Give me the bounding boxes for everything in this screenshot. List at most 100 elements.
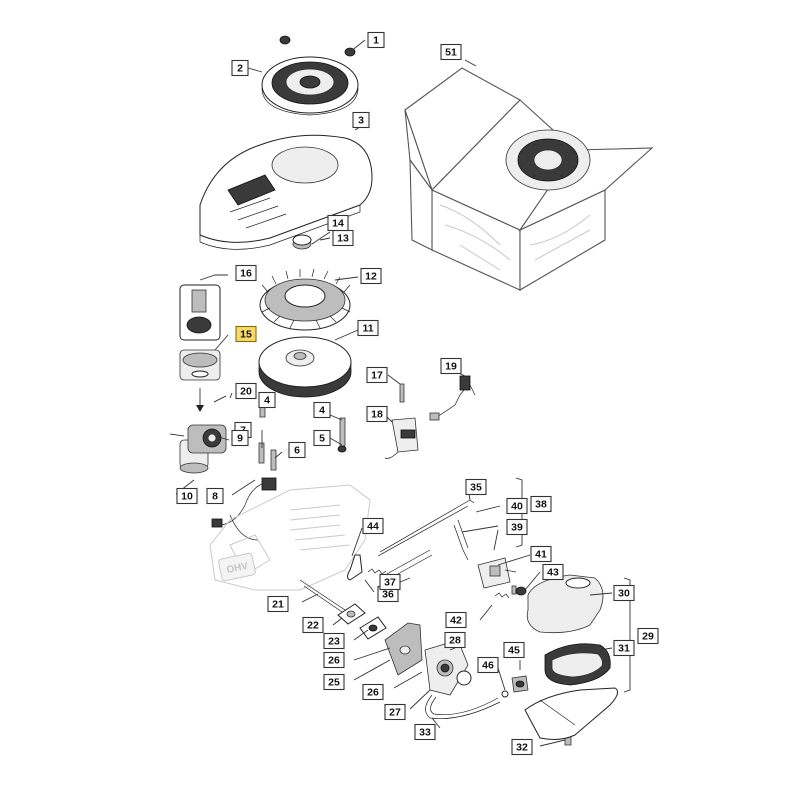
callout-number: 22 (307, 620, 319, 632)
callout-51: 51 (440, 43, 462, 61)
callout-number: 9 (237, 433, 243, 445)
callout-number: 8 (212, 491, 218, 503)
callout-35: 35 (465, 478, 487, 496)
callout-16: 16 (235, 264, 257, 282)
callout-number: 12 (365, 271, 377, 283)
callout-25: 25 (323, 673, 345, 691)
callout-box (357, 319, 379, 337)
callout-box (235, 264, 257, 282)
callout-29: 29 (637, 627, 659, 645)
cooling-fan-part (259, 268, 351, 331)
callout-43: 43 (542, 563, 564, 581)
callout-box (235, 325, 257, 343)
callout-box (288, 441, 306, 459)
callout-box (231, 59, 249, 77)
fuel-hose-part (425, 694, 501, 719)
callout-number: 40 (511, 501, 523, 513)
wire-harness-part (429, 375, 476, 421)
callout-box (235, 382, 257, 400)
callout-number: 23 (328, 636, 340, 648)
callout-19: 19 (440, 357, 462, 375)
callout-box (366, 366, 388, 384)
callout-box (327, 214, 349, 232)
callout-box (366, 405, 388, 423)
callout-26: 26 (323, 651, 345, 669)
callout-number: 25 (328, 677, 340, 689)
callout-number: 30 (618, 588, 630, 600)
callout-number: 16 (240, 268, 252, 280)
callout-number: 21 (272, 599, 284, 611)
callout-box (440, 43, 462, 61)
callout-number: 11 (362, 323, 373, 335)
callout-37: 37 (379, 573, 401, 591)
callout-13: 13 (332, 229, 354, 247)
governor-linkage-part (347, 499, 475, 581)
governor-lever-part (477, 557, 517, 589)
callout-box (302, 616, 324, 634)
callout-number: 10 (181, 491, 193, 503)
callout-3: 3 (352, 111, 370, 129)
callout-box (530, 495, 552, 513)
starter-gear-cover-part (179, 349, 221, 381)
air-filter-cover-part (526, 574, 604, 634)
recoil-starter-part (261, 56, 359, 116)
callout-number: 28 (449, 635, 461, 647)
callout-labels: 1234456789101112131415161718192021222325… (176, 31, 659, 756)
callout-number: 38 (535, 499, 547, 511)
callout-number: 2 (237, 63, 243, 75)
callout-number: 18 (371, 409, 383, 421)
callout-39: 39 (506, 518, 528, 536)
callout-box (444, 631, 466, 649)
callout-30: 30 (613, 584, 635, 602)
callout-number: 51 (445, 47, 457, 59)
callout-box (506, 497, 528, 515)
callout-number: 20 (240, 386, 252, 398)
intake-rods-part (299, 579, 349, 617)
callout-number: 13 (337, 233, 349, 245)
callout-box (379, 573, 401, 591)
callout-number: 14 (332, 218, 344, 230)
callout-box (323, 651, 345, 669)
callout-21: 21 (267, 595, 289, 613)
callout-box (503, 641, 525, 659)
callout-box (511, 738, 533, 756)
callout-15: 15 (235, 325, 257, 343)
callout-number: 26 (367, 687, 379, 699)
callout-38: 38 (530, 495, 552, 513)
group-bracket-29 (623, 577, 631, 693)
callout-10: 10 (176, 487, 198, 505)
engine-box-illustration (404, 67, 654, 291)
callout-4: 4 (313, 401, 331, 419)
callout-42: 42 (445, 611, 467, 629)
callout-number: 45 (508, 645, 520, 657)
callout-45: 45 (503, 641, 525, 659)
flywheel-nut-part (292, 234, 312, 250)
callout-box (367, 31, 385, 49)
callout-box (362, 517, 384, 535)
callout-44: 44 (362, 517, 384, 535)
callout-4: 4 (258, 391, 276, 409)
callout-box (362, 683, 384, 701)
callout-6: 6 (288, 441, 306, 459)
callout-26: 26 (362, 683, 384, 701)
callout-5: 5 (313, 429, 331, 447)
callout-number: 39 (511, 522, 523, 534)
callout-number: 33 (419, 727, 431, 739)
engine-block-ghost: OHV (209, 484, 371, 591)
callout-number: 35 (470, 482, 482, 494)
callout-number: 4 (319, 405, 325, 417)
callout-33: 33 (414, 723, 436, 741)
callout-number: 41 (535, 549, 547, 561)
callout-1: 1 (367, 31, 385, 49)
callout-number: 5 (319, 433, 325, 445)
callout-box (637, 627, 659, 645)
callout-46: 46 (477, 656, 499, 674)
callout-number: 37 (384, 577, 396, 589)
intake-gasket-part (337, 603, 387, 640)
callout-box (613, 639, 635, 657)
callout-box (360, 267, 382, 285)
callout-box (477, 656, 499, 674)
callout-number: 27 (389, 707, 401, 719)
callout-box (323, 632, 345, 650)
